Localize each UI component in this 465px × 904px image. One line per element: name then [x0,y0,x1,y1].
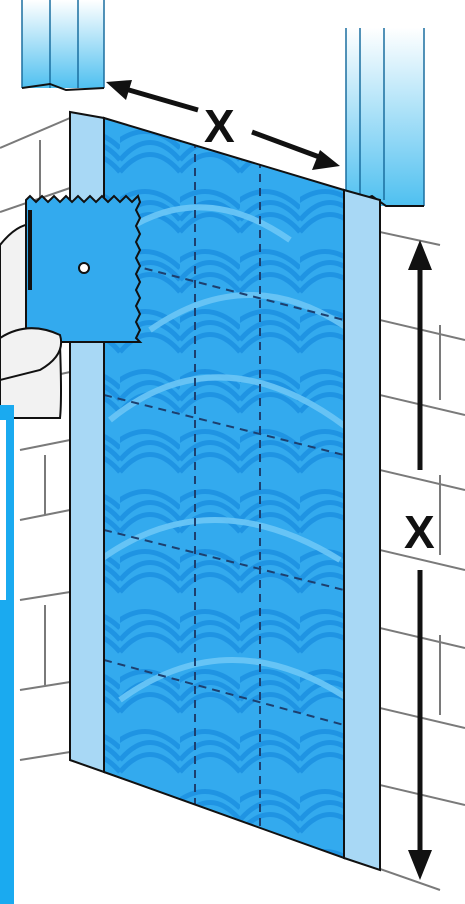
horizontal-dimension-label: X [204,100,235,152]
right-edge-strip [344,190,380,870]
wall-profile-left-icon [22,0,104,90]
notched-trowel-icon [26,196,140,342]
side-panel [0,405,14,904]
vertical-dimension-label: X [404,506,435,558]
wall-profile-right-icon [346,28,424,206]
